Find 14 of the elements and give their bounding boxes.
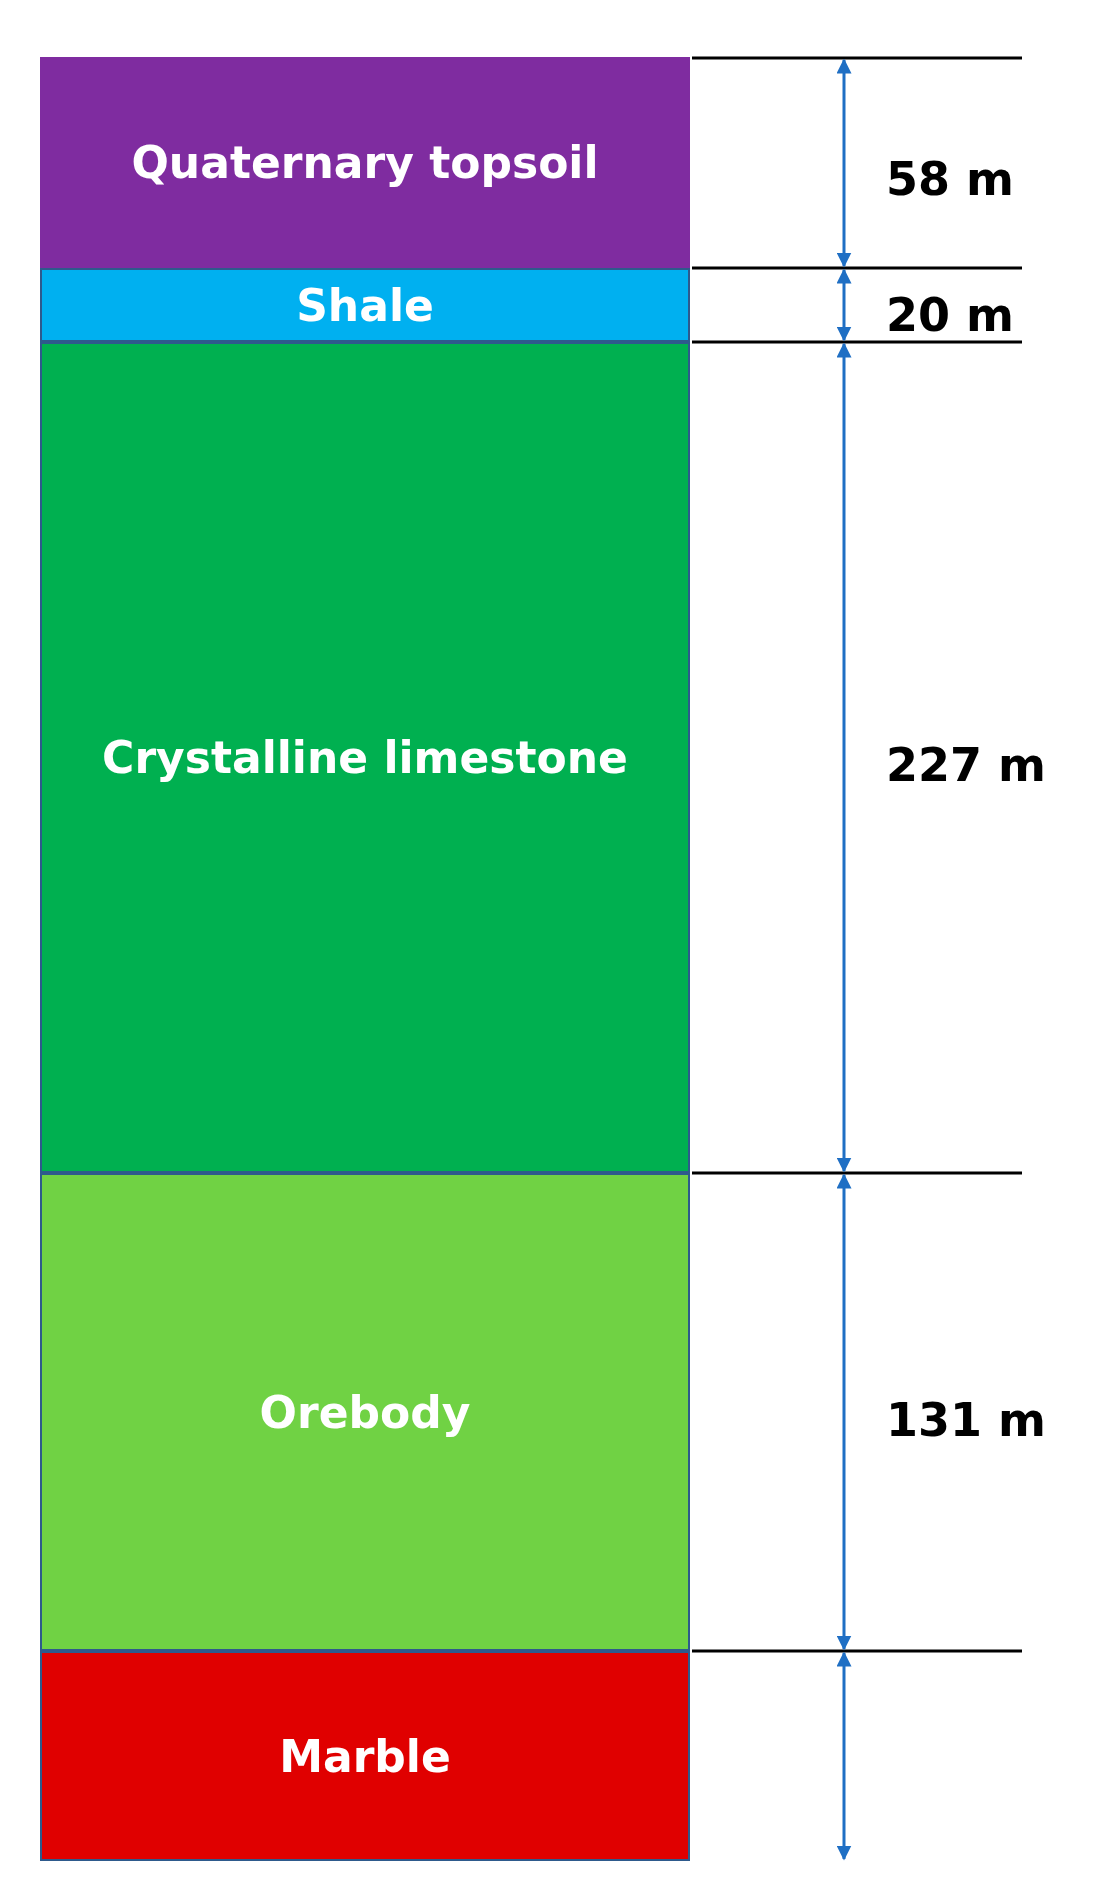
layer-name: Shale [296,279,434,331]
dimension-label: 58 m [886,152,1014,206]
rock-layer [40,1173,690,1651]
dimension-label: 131 m [886,1393,1046,1447]
rock-layer [40,1651,690,1861]
rock-layer [40,57,690,268]
dimension-label: 227 m [886,738,1046,792]
layer-name: Quaternary topsoil [131,137,599,188]
rock-layer [40,268,690,342]
layer-name: Orebody [259,1386,471,1438]
rock-layer [40,342,690,1173]
layer-name: Crystalline limestone [102,732,628,783]
layer-name: Marble [279,1730,451,1782]
dimension-label: 20 m [886,288,1014,342]
